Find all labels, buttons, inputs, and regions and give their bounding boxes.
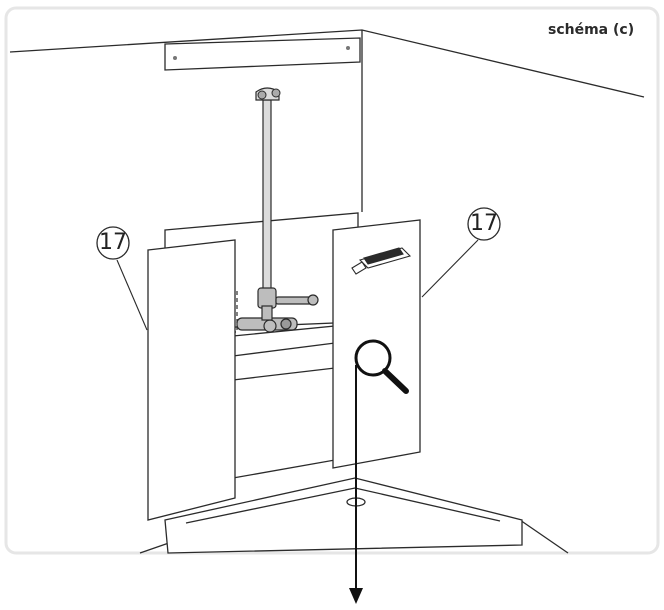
shower-column [255, 87, 281, 291]
right-panel [332, 219, 421, 469]
diagram-title: schéma (c) [548, 22, 635, 38]
panel-number-right: 17 [470, 211, 498, 236]
left-panel [147, 239, 236, 521]
ceiling-rail [164, 37, 361, 71]
utility-knife-icon [351, 247, 412, 275]
callout-circle-left [96, 226, 130, 260]
down-arrow-icon [349, 365, 363, 604]
background-frame [4, 6, 660, 555]
mixer-valve [236, 287, 319, 333]
callout-circle-right [467, 207, 501, 241]
magnifier-icon [354, 339, 409, 394]
callout-leaders [116, 239, 479, 331]
panel-number-left: 17 [99, 230, 127, 255]
